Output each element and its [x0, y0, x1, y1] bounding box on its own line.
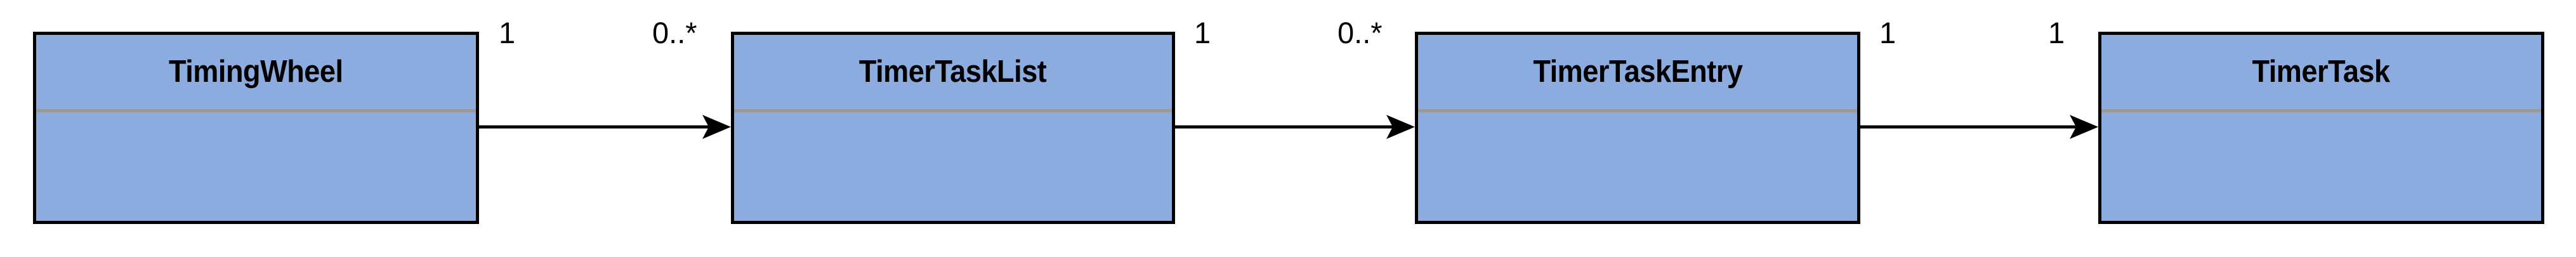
class-name-timing-wheel: TimingWheel: [169, 55, 343, 89]
class-header-timer-task-entry: TimerTaskEntry: [1418, 35, 1857, 109]
class-box-timer-task-entry[interactable]: TimerTaskEntry: [1415, 32, 1860, 224]
class-header-timer-task-list: TimerTaskList: [734, 35, 1172, 109]
multiplicity-source-timer-task-entry: 1: [1879, 16, 1896, 49]
class-divider-timer-task: [2101, 109, 2541, 112]
multiplicity-source-timer-task-list: 1: [1194, 16, 1211, 49]
multiplicity-target-timer-task-entry: 0..*: [1337, 16, 1383, 49]
class-box-timer-task-list[interactable]: TimerTaskList: [731, 32, 1175, 224]
association-timing-wheel-to-timer-task-list[interactable]: [479, 108, 734, 146]
class-name-timer-task-entry: TimerTaskEntry: [1532, 55, 1743, 89]
association-timer-task-list-to-timer-task-entry[interactable]: [1175, 108, 1418, 146]
class-divider-timer-task-entry: [1418, 109, 1857, 112]
class-divider-timer-task-list: [734, 109, 1172, 112]
class-name-timer-task: TimerTask: [2252, 55, 2391, 89]
class-attributes-compartment-timer-task: [2101, 112, 2541, 221]
multiplicity-source-timing-wheel: 1: [499, 16, 516, 49]
class-box-timer-task[interactable]: TimerTask: [2098, 32, 2544, 224]
class-name-timer-task-list: TimerTaskList: [859, 55, 1047, 89]
class-attributes-compartment-timing-wheel: [36, 112, 476, 221]
class-box-timing-wheel[interactable]: TimingWheel: [33, 32, 479, 224]
class-divider-timing-wheel: [36, 109, 476, 112]
association-timer-task-entry-to-timer-task[interactable]: [1860, 108, 2101, 146]
multiplicity-target-timer-task-list: 0..*: [652, 16, 697, 49]
multiplicity-target-timer-task: 1: [2048, 16, 2065, 49]
class-header-timing-wheel: TimingWheel: [36, 35, 476, 109]
class-attributes-compartment-timer-task-entry: [1418, 112, 1857, 221]
class-attributes-compartment-timer-task-list: [734, 112, 1172, 221]
class-header-timer-task: TimerTask: [2101, 35, 2541, 109]
